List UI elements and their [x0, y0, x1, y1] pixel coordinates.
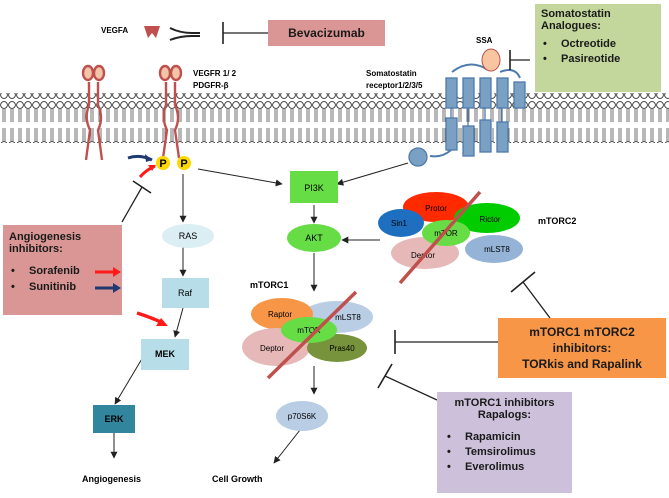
- somatostatin-title-line1: Somatostatin: [541, 8, 611, 20]
- sorafenib-receptor-arrowhead: [148, 165, 156, 171]
- arrow-receptor-to-pi3k: [197, 168, 283, 187]
- ssa-label: SSA: [476, 36, 493, 45]
- cell-membrane: [0, 93, 669, 143]
- rapalog-item: Temsirolimus: [445, 446, 564, 458]
- somatostatin-analogues-box: Somatostatin Analogues: Octreotide Pasir…: [535, 4, 661, 92]
- mtorc1-title: mTORC1: [250, 280, 288, 290]
- phosphate-label-left: P: [159, 158, 166, 170]
- akt-label: AKT: [305, 233, 323, 243]
- angiogenesis-label: Angiogenesis: [82, 474, 141, 484]
- erk-label: ERK: [104, 414, 124, 424]
- somatostatin-title-line2: Analogues:: [541, 20, 601, 32]
- arrow-sstr-to-pi3k: [336, 162, 409, 186]
- rictor-label: Rictor: [480, 215, 501, 224]
- mtor12-to-mtorc2-inhibition-bar: [510, 271, 536, 293]
- sst-receptor-label: Somatostatin: [366, 69, 417, 78]
- raf-label: Raf: [178, 288, 193, 298]
- erk-node: [93, 405, 135, 433]
- raptor-label: Raptor: [268, 310, 292, 319]
- bevacizumab-box: Bevacizumab: [268, 20, 385, 46]
- arrow-p70s6k-to-cellgrowth: [273, 429, 301, 464]
- sunitinib-receptor-arrowhead: [145, 154, 152, 162]
- ras-node: [162, 224, 214, 248]
- mtor12-to-mtorc2-inhibition-line: [522, 281, 551, 319]
- phosphate-circle-right: [177, 156, 191, 170]
- pras40-label: Pras40: [329, 344, 355, 353]
- vegfa-ligand-icon: [144, 26, 160, 38]
- pdgfr-label: PDGFR-β: [193, 81, 229, 90]
- p70s6k-node: [276, 401, 328, 431]
- rapalogs-inhibition-bar: [377, 363, 393, 389]
- rapalogs-title-line2: Rapalogs:: [477, 409, 532, 421]
- angiogenesis-inhibition-line: [121, 186, 143, 223]
- pi3k-node: [290, 171, 338, 203]
- ras-label: RAS: [179, 231, 198, 241]
- somatostatin-receptor: [408, 63, 526, 167]
- mek-node: [141, 339, 189, 370]
- arrow-mek-to-erk: [114, 356, 144, 405]
- antibody-icon: [169, 27, 200, 41]
- mtorc2-mlst8-label: mLST8: [484, 245, 510, 254]
- mtor-dual-inhibitors-box: mTORC1 mTORC2 inhibitors: TORkis and Rap…: [498, 318, 666, 378]
- red-arrow-icon: [95, 267, 121, 277]
- vegfr-receptor-right: [158, 64, 183, 159]
- sorafenib-label: Sorafenib: [29, 265, 80, 277]
- bevacizumab-label: Bevacizumab: [288, 26, 365, 40]
- phosphate-circle-left: [156, 156, 170, 170]
- somatostatin-item: Pasireotide: [541, 53, 655, 65]
- mtor12-title-line1: mTORC1 mTORC2: [529, 325, 635, 339]
- sunitinib-label: Sunitinib: [29, 281, 77, 293]
- p70s6k-label: p70S6K: [288, 412, 317, 421]
- mtorc1-strike-line: [266, 290, 358, 380]
- sorafenib-item: Sorafenib: [9, 265, 121, 277]
- sunitinib-item: Sunitinib: [9, 281, 121, 293]
- sst-receptor-sub-label: receptor1/2/3/5: [366, 81, 423, 90]
- akt-node: [287, 224, 341, 252]
- cell-growth-label: Cell Growth: [212, 474, 263, 484]
- sorafenib-raf-arrowhead: [156, 318, 168, 326]
- vegfr-receptor-left: [81, 64, 106, 161]
- mtorc2-title: mTORC2: [538, 216, 576, 226]
- mtorc1-mlst8-label: mLST8: [335, 313, 361, 322]
- arrow-raf-to-mek: [173, 307, 184, 338]
- protor-label: Protor: [425, 204, 447, 213]
- ssa-ligand-icon: [481, 48, 501, 72]
- mtorc1-mtor-label: mTOR: [297, 326, 321, 335]
- phosphate-label-right: P: [180, 158, 187, 170]
- mtorc1-complex: [242, 298, 373, 366]
- rapalog-item: Rapamicin: [445, 431, 564, 443]
- rapalog-item: Everolimus: [445, 461, 564, 473]
- rapalogs-inhibition-line: [384, 375, 438, 401]
- pi3k-label: PI3K: [304, 183, 324, 193]
- blue-arrow-icon: [95, 283, 121, 293]
- rapalogs-title-line1: mTORC1 inhibitors: [454, 397, 555, 409]
- mtor12-title-line3: TORkis and Rapalink: [522, 357, 642, 371]
- rapalogs-box: mTORC1 inhibitors Rapalogs: Rapamicin Te…: [437, 392, 572, 493]
- somatostatin-item: Octreotide: [541, 38, 655, 50]
- angiogenesis-title-line2: inhibitors:: [9, 243, 63, 255]
- angiogenesis-inhibitors-box: Angiogenesis inhibitors: Sorafenib Sunit…: [3, 225, 122, 315]
- sin1-label: Sin1: [391, 219, 408, 228]
- angiogenesis-title-line1: Angiogenesis: [9, 231, 82, 243]
- vegfa-label: VEGFA: [101, 26, 128, 35]
- mtor12-title-line2: inhibitors:: [552, 341, 612, 355]
- raf-node: [162, 278, 209, 308]
- angiogenesis-inhibition-bar: [132, 180, 152, 194]
- mtorc2-mtor-label: mTOR: [434, 229, 458, 238]
- mtorc2-strike-line: [398, 190, 482, 285]
- vegfr-label: VEGFR 1/ 2: [193, 69, 237, 78]
- mek-label: MEK: [155, 349, 176, 359]
- mtorc1-deptor-label: Deptor: [260, 344, 284, 353]
